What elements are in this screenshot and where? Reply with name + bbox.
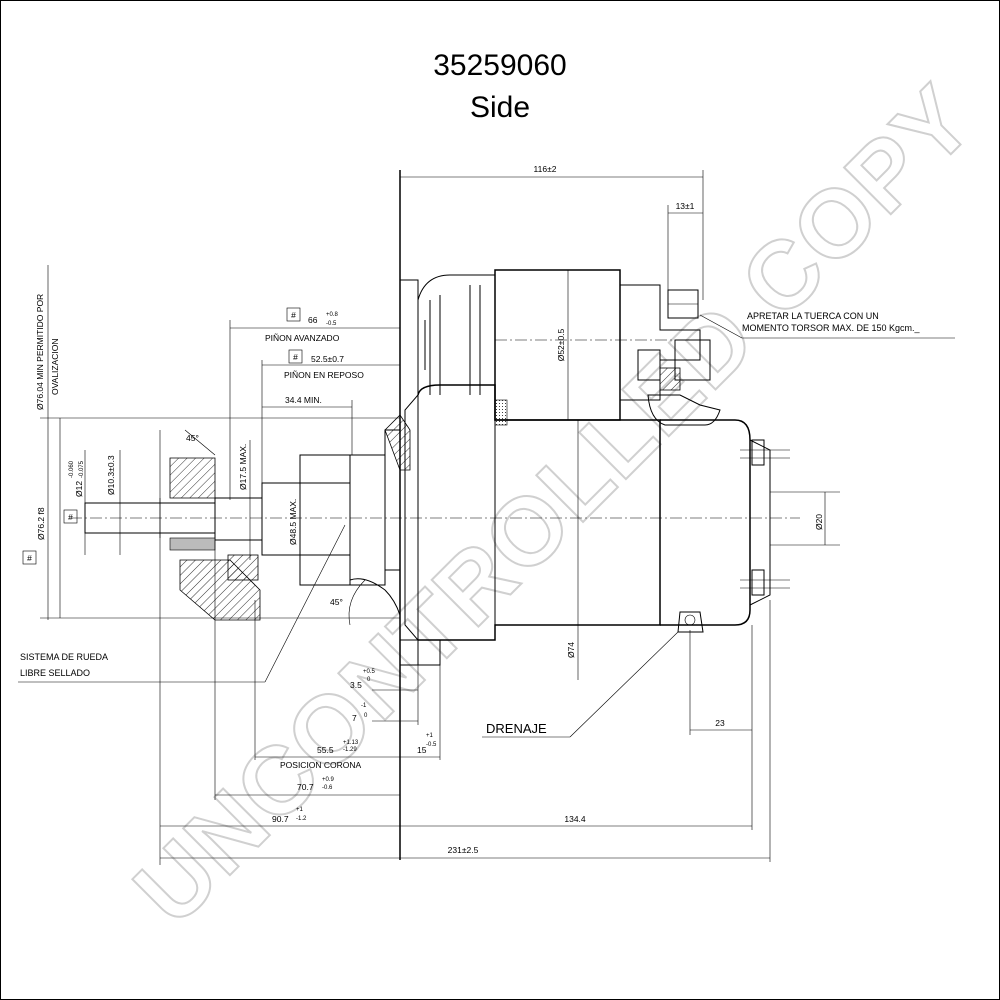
svg-text:-0.060: -0.060 — [69, 460, 75, 478]
note-nut-torque-1: APRETAR LA TUERCA CON UN — [747, 311, 879, 321]
dim-angle-45-bottom: 45° — [330, 597, 343, 607]
dim-dia-17-5: Ø17.5 MAX. — [238, 444, 248, 490]
svg-text:-1.29: -1.29 — [343, 747, 357, 753]
part-number-title: 35259060 — [433, 49, 566, 82]
svg-text:+0.8: +0.8 — [326, 312, 339, 318]
marker-box — [288, 349, 303, 364]
svg-text:#: # — [293, 352, 298, 362]
marker-box — [63, 509, 78, 524]
svg-text:+1: +1 — [426, 733, 434, 739]
note-freewheel-1: SISTEMA DE RUEDA — [20, 652, 108, 662]
marker-box — [22, 550, 37, 565]
svg-text:#: # — [27, 553, 32, 563]
label-ovalization-2: OVALIZACION — [50, 338, 60, 395]
marker-box — [286, 307, 301, 322]
dim-55-5: 55.5 — [317, 745, 334, 755]
dim-23: 23 — [715, 718, 725, 728]
dim-70-7: 70.7 — [297, 782, 314, 792]
dim-pinion-rest: 52.5±0.7 — [311, 354, 344, 364]
dim-dia-52: Ø52±0.5 — [556, 328, 566, 361]
dim-231: 231±2.5 — [448, 845, 479, 855]
note-nut-torque-2: MOMENTO TORSOR MAX. DE 150 Kgcm._ — [742, 323, 921, 333]
watermark: UNCONTROLLED COPY — [114, 65, 994, 945]
starter-motor-outline — [70, 170, 800, 860]
dim-7: 7 — [352, 713, 357, 723]
note-freewheel-2: LIBRE SELLADO — [20, 668, 90, 678]
svg-text:0: 0 — [364, 713, 368, 719]
dim-pinion-adv: 66 — [308, 315, 318, 325]
dim-15: 15 — [417, 745, 427, 755]
dim-dia-48-5: Ø48.5 MAX. — [288, 499, 298, 545]
svg-text:+1.13: +1.13 — [343, 740, 359, 746]
dim-angle-45-top: 45° — [186, 433, 199, 443]
svg-text:+0.9: +0.9 — [322, 777, 335, 783]
label-pinion-advanced: PIÑON AVANZADO — [265, 333, 340, 343]
svg-text:-1: -1 — [361, 703, 367, 709]
svg-text:+0.5: +0.5 — [363, 669, 376, 675]
label-pinion-rest: PIÑON EN REPOSO — [284, 370, 364, 380]
svg-text:-0.075: -0.075 — [79, 460, 85, 478]
view-title: Side — [470, 91, 530, 124]
note-drain: DRENAJE — [486, 721, 547, 736]
svg-text:+1: +1 — [296, 807, 304, 813]
dim-dia-20: Ø20 — [814, 514, 824, 530]
dim-dia-10-3: Ø10.3±0.3 — [106, 455, 116, 495]
dim-dia-flange: Ø76.2 f8 — [36, 507, 46, 540]
svg-text:-0.5: -0.5 — [326, 321, 337, 327]
dim-3-5: 3.5 — [350, 680, 362, 690]
dimension-labels: 116±2 13±1 Ø52±0.5 Ø74 Ø20 # 66 +0.8 -0.… — [22, 164, 824, 855]
svg-text:#: # — [68, 512, 73, 522]
label-ovalization-1: Ø76.04 MIN PERMITIDO POR — [35, 294, 45, 410]
label-crown-position: POSICION CORONA — [280, 760, 362, 770]
dim-90-7: 90.7 — [272, 814, 289, 824]
notes: APRETAR LA TUERCA CON UN MOMENTO TORSOR … — [20, 311, 921, 736]
dim-dia-74: Ø74 — [566, 642, 576, 658]
dim-solenoid-length: 116±2 — [534, 164, 557, 174]
dimension-lines — [18, 170, 955, 865]
dim-134-4: 134.4 — [564, 814, 586, 824]
svg-text:-1.2: -1.2 — [296, 816, 307, 822]
svg-text:-0.5: -0.5 — [426, 742, 437, 748]
marker-symbol: # — [291, 310, 296, 320]
dim-terminal-offset: 13±1 — [676, 201, 695, 211]
svg-text:0: 0 — [367, 677, 371, 683]
svg-text:-0.6: -0.6 — [322, 785, 333, 791]
dim-dia-shaft: Ø12 — [74, 481, 84, 497]
dim-34-4-min: 34.4 MIN. — [285, 395, 322, 405]
